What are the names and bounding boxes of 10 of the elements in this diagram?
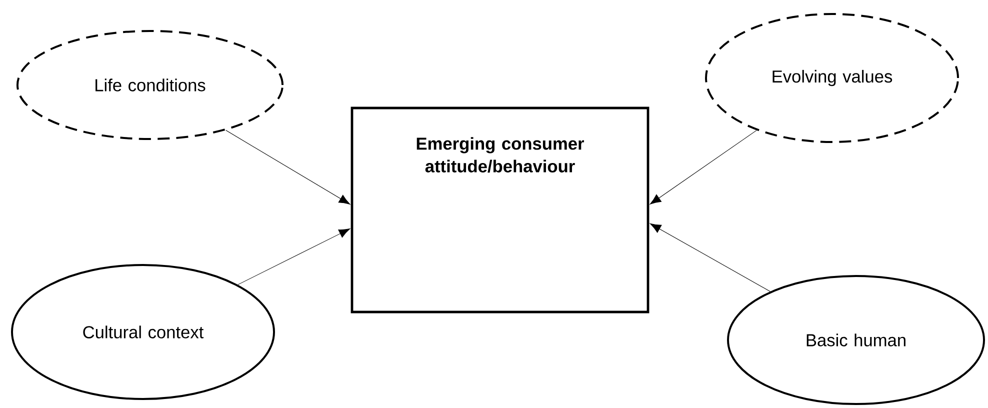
arrow [650,130,757,204]
ellipse-node: Basic human [727,275,985,405]
arrow [650,223,770,292]
process-box [350,106,650,314]
ellipse-node: Life conditions [16,30,284,140]
node-label: Emerging consumer attitude/behaviour [416,137,584,173]
arrow [238,228,350,285]
arrow [226,130,350,205]
ellipse-node: Cultural context [11,264,275,400]
ellipse-node: Evolving values [705,13,959,143]
